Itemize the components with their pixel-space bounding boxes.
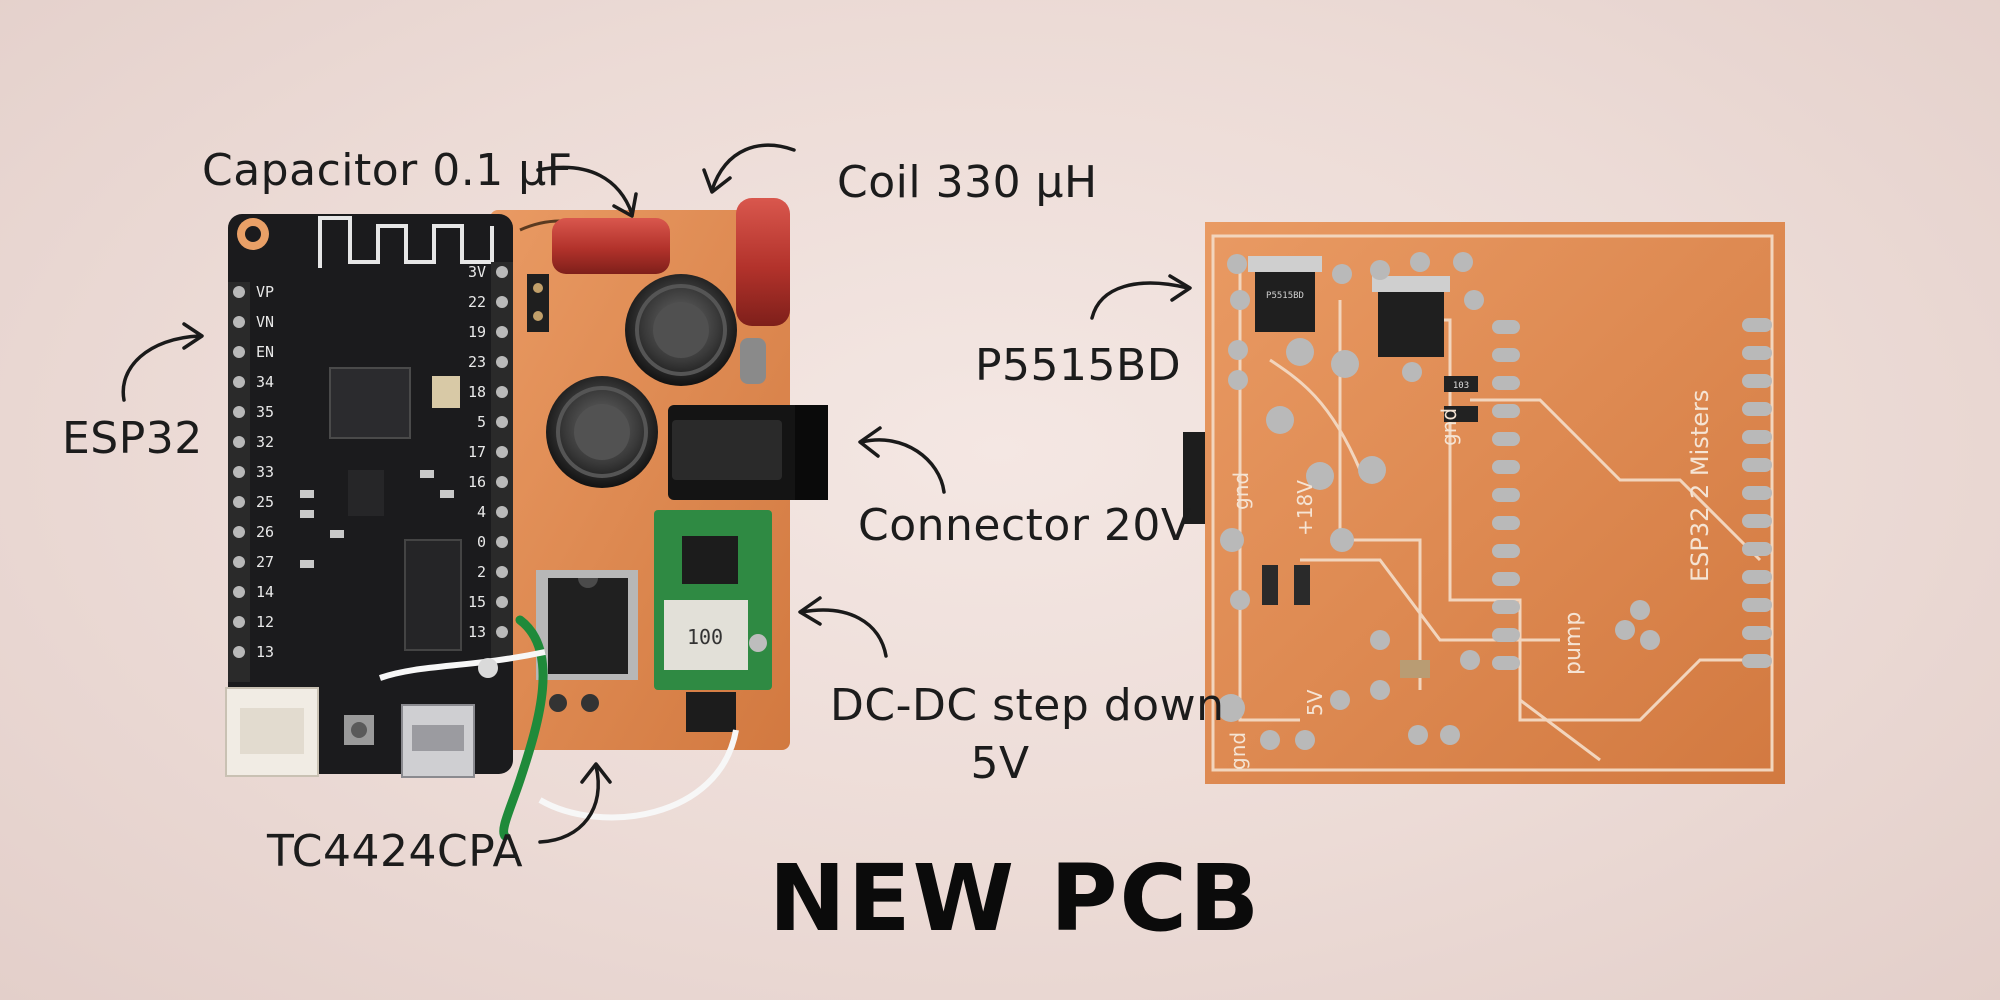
smd-resistor [1262,565,1278,605]
esp-pin-label: 4 [477,503,486,521]
coil-label: Coil 330 µH [837,157,1098,208]
p5515bd-label: P5515BD [975,340,1182,391]
esp-pin-label: 13 [468,623,486,641]
annotation-arrows [121,143,1192,844]
esp32-left-pin-header [228,282,250,682]
esp-pin-label: 17 [468,443,486,461]
smd-resistor: 103 [1444,376,1478,392]
arrow-coil [702,143,796,194]
white-wire-1 [379,649,546,681]
dc-barrel-connector-20v [668,405,828,500]
dc-dc-step-down-module: 100 [654,510,772,732]
resistor-mark: 103 [1453,381,1469,391]
gnd-label-3: gnd [1226,732,1250,770]
esp-pin-label: 2 [477,563,486,581]
esp32-main-chip [329,367,411,439]
white-wire-2 [538,729,739,821]
gnd-label-2: gnd [1437,408,1461,446]
wifi-antenna-trace [318,216,494,268]
p5515bd-mosfet-2 [1372,276,1450,357]
esp-pin-label: 14 [256,583,274,601]
arrow-connector [858,426,946,494]
gnd-label-1: gnd [1229,472,1253,510]
regulator-chip [348,470,384,516]
esp-pin-label: 33 [256,463,274,481]
esp-pin-label: 15 [468,593,486,611]
esp-pin-label: 26 [256,523,274,541]
pcb-title-silkscreen: ESP32 2 Misters [1686,390,1714,582]
smd-resistor [1294,565,1310,605]
esp-pin-label: VP [256,283,274,301]
tc4424cpa-chip [536,570,638,680]
inductor-mark: 100 [687,625,723,649]
esp-pin-label: 23 [468,353,486,371]
green-wire [499,615,548,841]
v5-label: 5V [1303,689,1327,716]
usb-serial-chip [404,539,462,651]
esp-pin-label: 16 [468,473,486,491]
esp-pin-label: 13 [256,643,274,661]
p5515bd-mosfet-1: P5515BD [1248,256,1322,332]
arrow-esp32 [121,322,204,402]
arrow-tc4424 [538,762,612,844]
page-title: NEW PCB [768,845,1262,952]
esp-pin-label: 0 [477,533,486,551]
left-assembled-board: VP VN EN 34 35 32 33 25 26 27 14 12 13 3… [225,198,828,841]
esp-pin-label: 12 [256,613,274,631]
esp32-label: ESP32 [62,413,203,464]
jumper-header [527,274,549,332]
tc4424cpa-label: TC4424CPA [267,826,524,877]
esp-pin-label: 27 [256,553,274,571]
right-bare-pcb: P5515BD [1183,222,1785,784]
esp-pin-label: VN [256,313,274,331]
esp-pin-label: 25 [256,493,274,511]
mosfet-mark: P5515BD [1266,291,1304,301]
esp-pin-label: 18 [468,383,486,401]
capacitor-0-1uf [552,218,670,274]
dcdc-label-line1: DC-DC step down [830,680,1225,731]
esp-pin-label: 5 [477,413,486,431]
esp-pin-label: 35 [256,403,274,421]
connector-20v-label: Connector 20V [858,500,1192,551]
dcdc-label-line2: 5V [970,738,1030,789]
smd-resistor [1444,406,1478,422]
esp-pin-label: EN [256,343,274,361]
esp-pin-label: 32 [256,433,274,451]
esp-pin-label: 22 [468,293,486,311]
smd-capacitor [1400,660,1430,678]
esp-pin-label: 34 [256,373,274,391]
capacitor-vertical [736,198,790,326]
capacitor-label: Capacitor 0.1 µF [202,145,573,196]
v18-label: +18V [1293,480,1317,536]
coil-330uh-top [625,274,737,386]
crystal [432,376,460,408]
arrow-p5515bd [1090,274,1192,320]
arrow-dcdc [798,596,888,658]
esp-pin-label: 3V [468,263,486,281]
pump-label: pump [1561,612,1586,675]
esp32-right-pin-header [491,262,513,662]
arrow-capacitor [536,165,638,218]
esp-pin-label: 19 [468,323,486,341]
coil-330uh-bottom [546,376,658,488]
